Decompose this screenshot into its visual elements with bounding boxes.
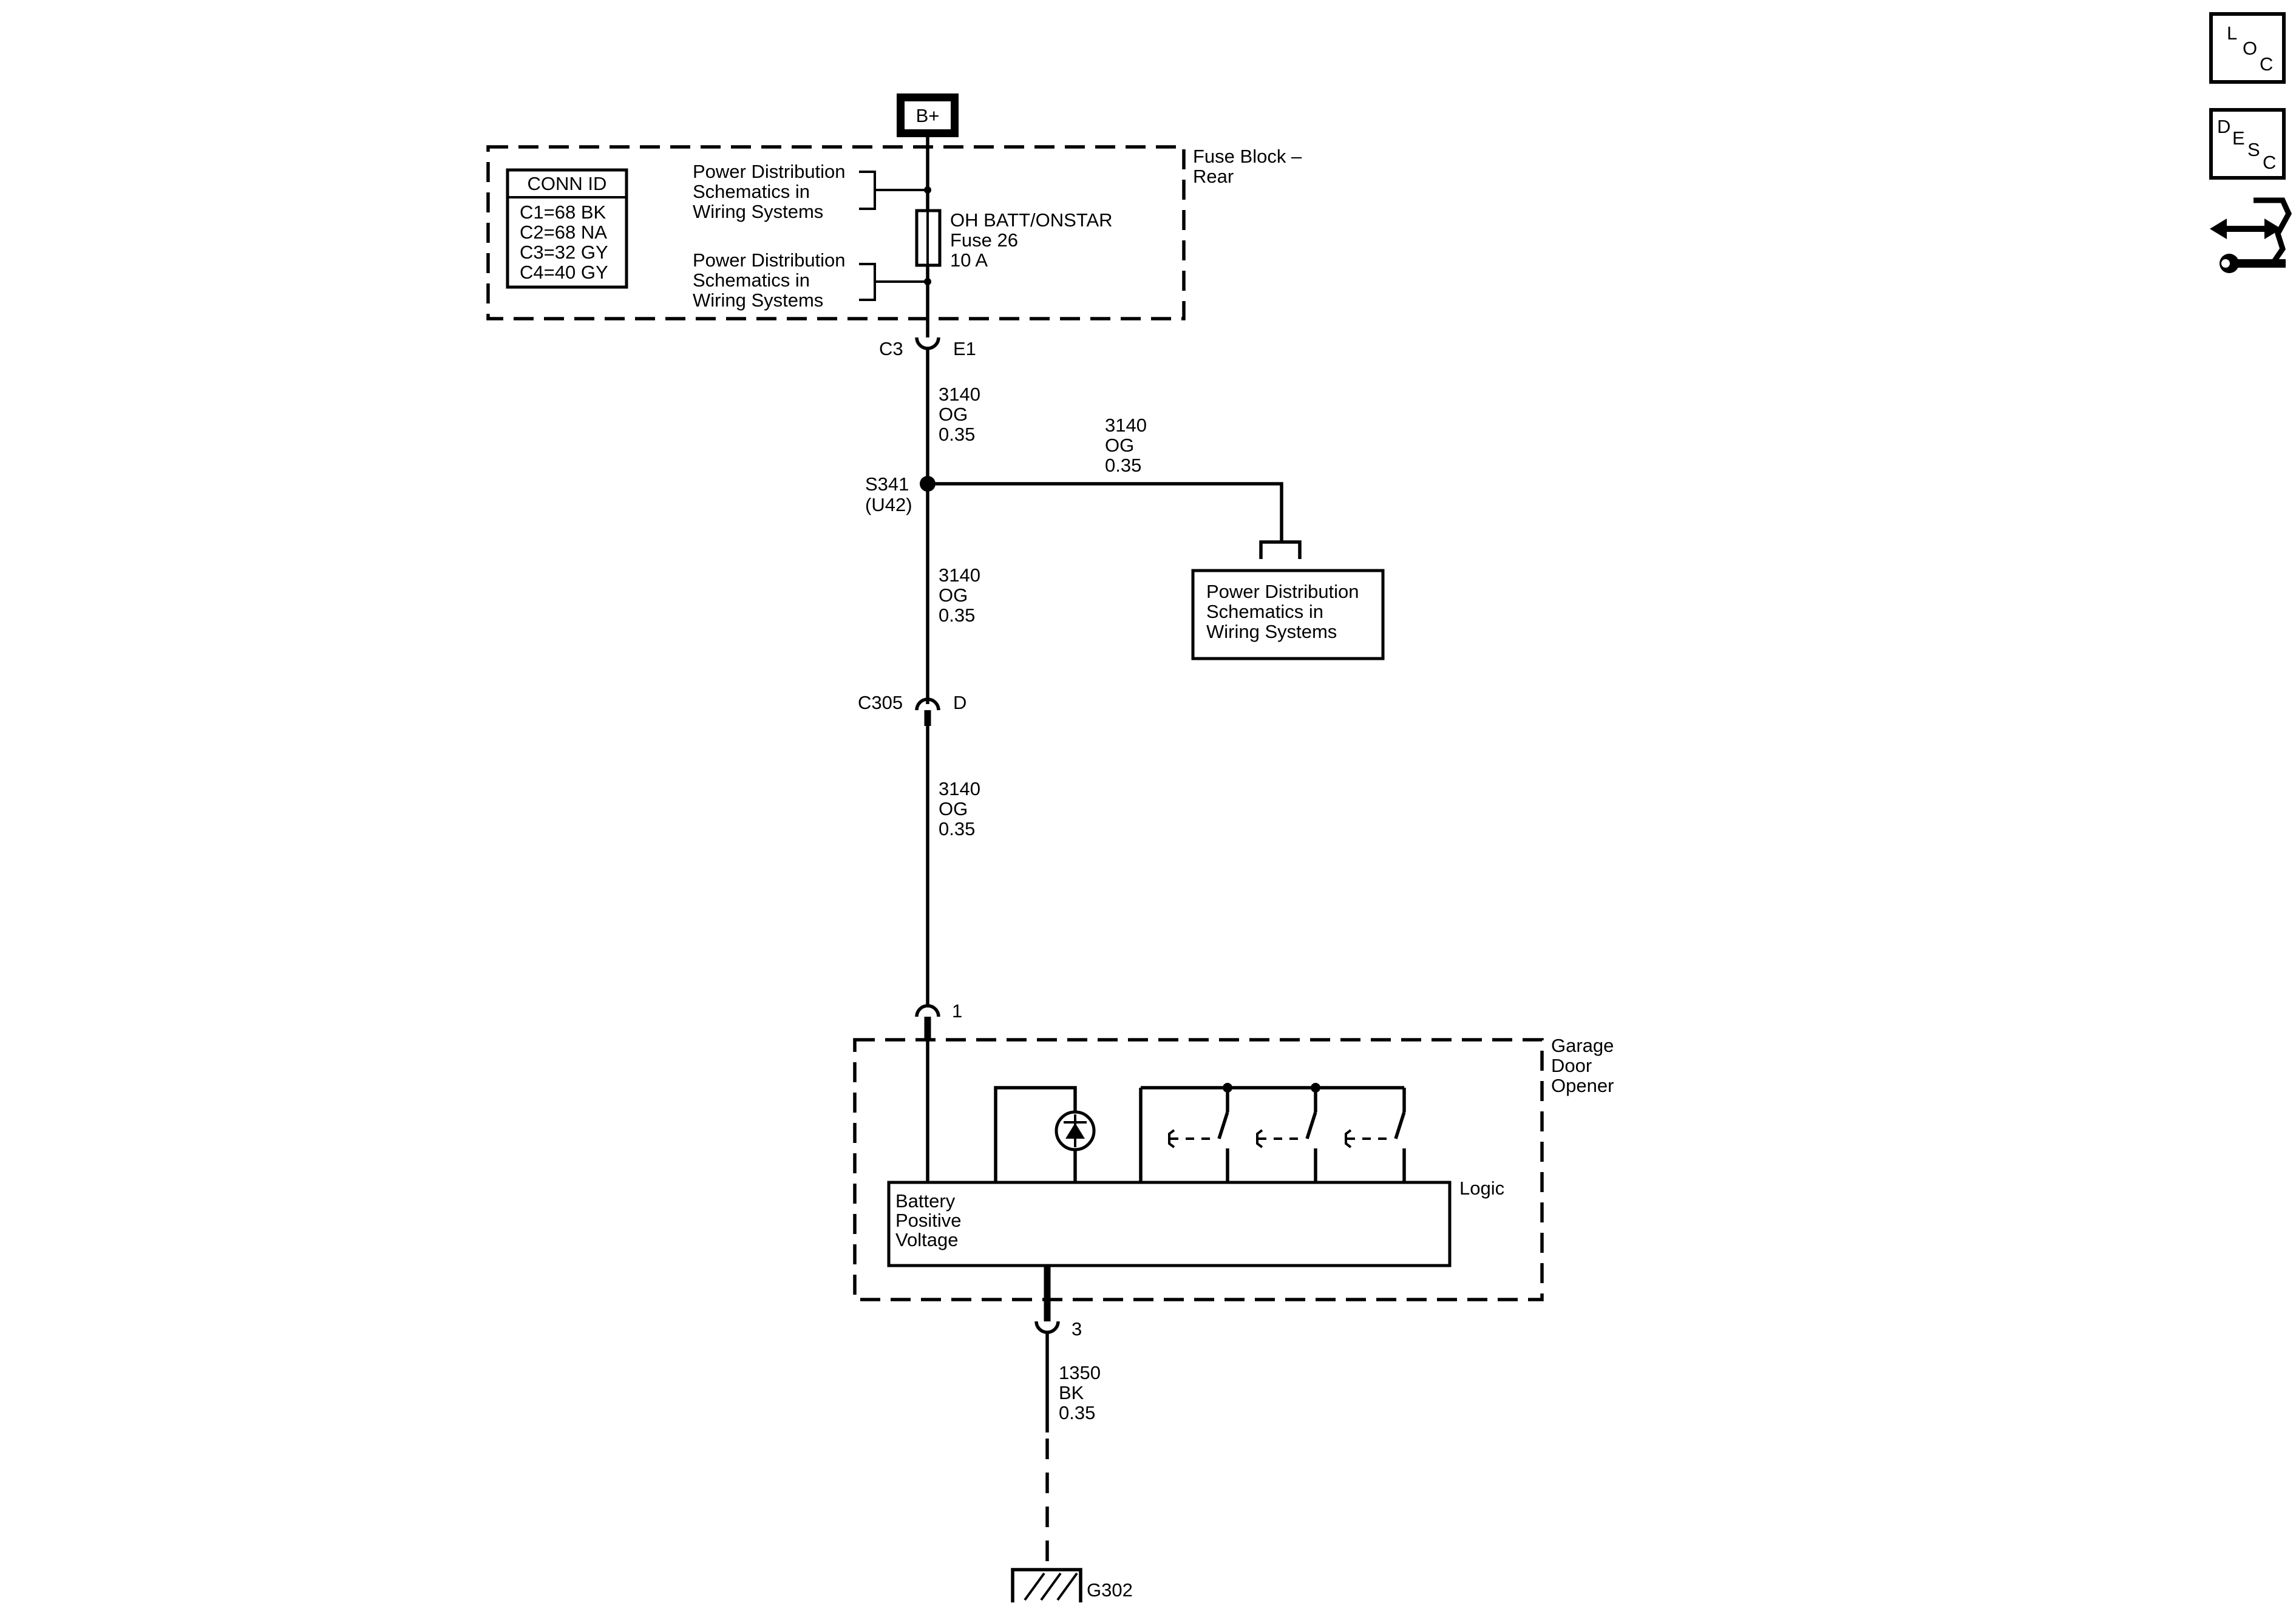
loc-button[interactable]: L O C <box>2209 12 2286 84</box>
wire-circuit-number: 3140 <box>939 564 980 586</box>
wire-circuit-number: 1350 <box>1059 1362 1101 1383</box>
conn-id-table: CONN ID C1=68 BK C2=68 NA C3=32 GY C4=40… <box>506 168 628 289</box>
svg-text:C: C <box>2263 152 2276 173</box>
connector-c3-name: C3 <box>879 338 903 359</box>
svg-text:B+: B+ <box>916 105 940 126</box>
wire-gauge: 0.35 <box>1105 455 1141 476</box>
fuse-block-label: Fuse Block – <box>1193 146 1302 167</box>
wire-color: OG <box>1105 435 1134 456</box>
wire-gauge: 0.35 <box>939 818 975 839</box>
wire-gauge: 0.35 <box>939 605 975 626</box>
conn-id-row: C2=68 NA <box>520 222 607 243</box>
switch-1-icon <box>1168 1088 1229 1182</box>
svg-text:Wiring Systems: Wiring Systems <box>1206 621 1337 642</box>
conn-id-row: C3=32 GY <box>520 242 608 263</box>
power-distribution-ref-branch[interactable]: Power Distribution Schematics in Wiring … <box>1191 569 1385 660</box>
connector-c305-pin: D <box>953 692 966 713</box>
power-distribution-ref-bottom[interactable]: Power Distribution Schematics in Wiring … <box>693 249 928 311</box>
wire-color: OG <box>939 585 968 606</box>
splice-option: (U42) <box>865 494 912 515</box>
garage-door-opener-outline <box>853 1038 1544 1301</box>
wire-circuit-number: 3140 <box>1105 415 1147 436</box>
svg-text:D: D <box>2217 116 2230 137</box>
fuse-number: Fuse 26 <box>950 229 1018 251</box>
logic-block <box>887 1181 1452 1267</box>
ground-g302-icon <box>1011 1568 1082 1602</box>
svg-text:E: E <box>2232 127 2245 149</box>
ground-label: G302 <box>1087 1579 1133 1601</box>
svg-text:L: L <box>2227 22 2237 44</box>
wire-color: OG <box>939 404 968 425</box>
battery-input-label-line2: Positive <box>895 1210 962 1231</box>
switch-2-icon <box>1256 1088 1317 1182</box>
svg-text:C: C <box>2260 53 2273 75</box>
fuse-block-rear-outline <box>486 145 1186 320</box>
svg-text:Schematics in: Schematics in <box>693 181 810 202</box>
power-distribution-ref-top[interactable]: Power Distribution Schematics in Wiring … <box>693 161 928 222</box>
module-pin-3-label: 3 <box>1072 1318 1082 1340</box>
conn-id-row: C4=40 GY <box>520 262 608 283</box>
connector-c305 <box>915 697 940 726</box>
svg-text:Schematics in: Schematics in <box>1206 601 1323 622</box>
connector-c3 <box>915 337 940 355</box>
battery-input-label: Battery <box>895 1190 956 1212</box>
wire-color: BK <box>1059 1382 1084 1403</box>
svg-text:Power Distribution: Power Distribution <box>693 249 846 271</box>
module-pin-1-label: 1 <box>952 1000 962 1022</box>
conn-id-row: C1=68 BK <box>520 202 606 223</box>
junction-dot <box>924 278 931 285</box>
zener-diode-icon <box>1055 1110 1096 1151</box>
connector-c305-name: C305 <box>858 692 903 713</box>
switch-3-icon <box>1345 1088 1406 1182</box>
module-pin-3 <box>1034 1321 1060 1334</box>
svg-text:Power Distribution: Power Distribution <box>693 161 846 182</box>
svg-text:O: O <box>2243 38 2257 59</box>
connector-c3-pin: E1 <box>953 338 976 359</box>
wire-color: OG <box>939 798 968 819</box>
fuse-26 <box>915 209 942 267</box>
desc-button[interactable]: D E S C <box>2209 108 2286 180</box>
module-label: Garage <box>1551 1035 1614 1056</box>
wire-gauge: 0.35 <box>1059 1402 1095 1423</box>
fuse-rating: 10 A <box>950 249 988 271</box>
wire-circuit-number: 3140 <box>939 384 980 405</box>
logic-label: Logic <box>1459 1178 1504 1199</box>
fuse-block-label-line2: Rear <box>1193 166 1234 187</box>
svg-text:S: S <box>2247 139 2260 160</box>
battery-input-label-line3: Voltage <box>895 1229 958 1250</box>
module-label-line2: Door <box>1551 1055 1592 1076</box>
wire-gauge: 0.35 <box>939 424 975 445</box>
svg-text:Schematics in: Schematics in <box>693 270 810 291</box>
svg-text:Wiring Systems: Wiring Systems <box>693 201 823 222</box>
svg-text:Wiring Systems: Wiring Systems <box>693 290 823 311</box>
module-label-line3: Opener <box>1551 1075 1614 1096</box>
svg-text:Power Distribution: Power Distribution <box>1206 581 1359 602</box>
splice-name: S341 <box>865 473 909 495</box>
wire-3140-branch <box>928 482 1283 542</box>
wire-circuit-number: 3140 <box>939 778 980 799</box>
module-pin-1 <box>915 1004 940 1039</box>
battery-positive-source: B+ <box>897 93 959 137</box>
conn-id-header: CONN ID <box>528 173 607 194</box>
ref-branch-bracket <box>1259 540 1302 559</box>
connector-repair-icon[interactable] <box>2210 197 2292 273</box>
fuse-label: OH BATT/ONSTAR <box>950 209 1113 231</box>
